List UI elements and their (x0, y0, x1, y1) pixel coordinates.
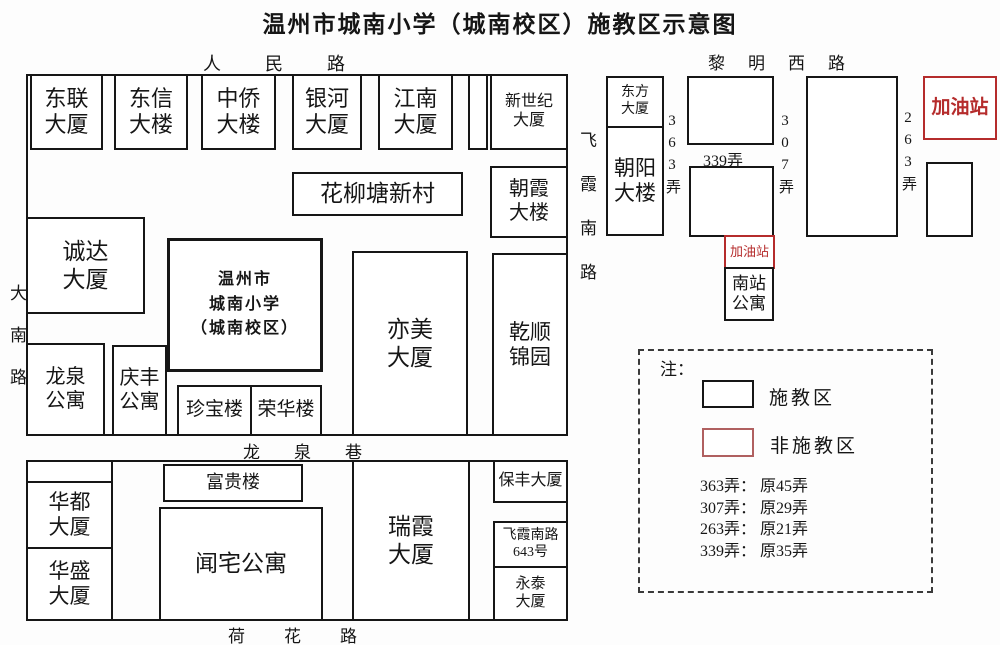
legend-swatch-out-district (702, 428, 754, 457)
lane-label-339: 339弄 (703, 153, 744, 170)
lane-label-307: 307弄 (777, 113, 793, 200)
legend-panel (638, 349, 933, 593)
building-donglian: 东联大厦 (30, 74, 103, 150)
building-dongfang: 东方大厦 (606, 76, 664, 128)
building-yimei: 亦美大厦 (352, 251, 468, 436)
lane-label-263: 263弄 (900, 110, 916, 197)
building-longquan-apartment: 龙泉公寓 (26, 343, 105, 436)
unlabeled-box-southwest-strip (26, 460, 113, 483)
building-wenzhai: 闻宅公寓 (159, 507, 323, 621)
building-nanzhan: 南站公寓 (724, 267, 774, 321)
building-yinhe: 银河大厦 (292, 74, 362, 150)
building-xinshiji: 新世纪大厦 (490, 74, 568, 150)
legend-label-out-district: 非施教区 (770, 436, 859, 457)
building-ruixia: 瑞霞大厦 (352, 460, 470, 621)
building-huasheng: 华盛大厦 (26, 547, 113, 621)
legend-note-263: 263弄： 原21弄 (700, 521, 809, 538)
building-chaoyang: 朝阳大楼 (606, 126, 664, 236)
building-school: 温州市城南小学（城南校区） (167, 238, 323, 372)
legend-note-339: 339弄： 原35弄 (700, 542, 809, 560)
page-title: 温州市城南小学（城南校区）施教区示意图 (262, 11, 738, 37)
legend-note-307: 307弄： 原29弄 (700, 499, 809, 517)
building-jiangnan: 江南大厦 (378, 74, 453, 150)
building-qingfeng: 庆丰公寓 (112, 345, 167, 436)
gas-station-box-small: 加油站 (724, 235, 775, 269)
road-label-liming: 黎明西路 (708, 54, 868, 73)
road-label-longquan-lane: 龙泉巷 (243, 443, 396, 462)
building-huadu: 华都大厦 (26, 481, 113, 549)
road-label-feixia: 飞霞南路 (577, 131, 596, 307)
unlabeled-box-east-large (806, 76, 898, 237)
unlabeled-box-liming-north (687, 76, 774, 145)
building-hualiutang: 花柳塘新村 (292, 172, 463, 216)
building-zhongqiao: 中侨大楼 (201, 74, 276, 150)
building-chengda: 诚达大厦 (26, 217, 145, 314)
legend-swatch-in-district (702, 380, 754, 408)
building-zhaoxia: 朝霞大楼 (490, 166, 568, 238)
building-baofeng: 保丰大厦 (493, 460, 568, 503)
building-zhenbao: 珍宝楼 (177, 385, 252, 436)
road-label-renmin: 人民路 (203, 54, 389, 74)
legend-note-363: 363弄： 原45弄 (700, 478, 809, 495)
unlabeled-box-east-small (926, 162, 973, 237)
gas-station-box-large: 加油站 (923, 76, 997, 140)
lane-label-363: 363弄 (664, 113, 680, 200)
building-qianshun: 乾顺锦园 (492, 253, 568, 436)
unlabeled-box-top-row (468, 74, 488, 150)
legend-notes: 363弄： 原45弄 307弄： 原29弄 263弄： 原21弄 339弄： 原… (700, 476, 808, 562)
road-label-danan: 大南路 (7, 284, 26, 410)
road-label-hehua: 荷花路 (228, 627, 396, 645)
unlabeled-box-liming-south (689, 166, 774, 237)
legend-note-label: 注： (660, 360, 694, 379)
building-ronghua: 荣华楼 (250, 385, 322, 436)
building-yongtai: 永泰大厦 (493, 566, 568, 621)
building-fugui: 富贵楼 (163, 464, 303, 502)
legend-label-in-district: 施教区 (769, 388, 836, 409)
building-dongxin: 东信大楼 (114, 74, 188, 150)
